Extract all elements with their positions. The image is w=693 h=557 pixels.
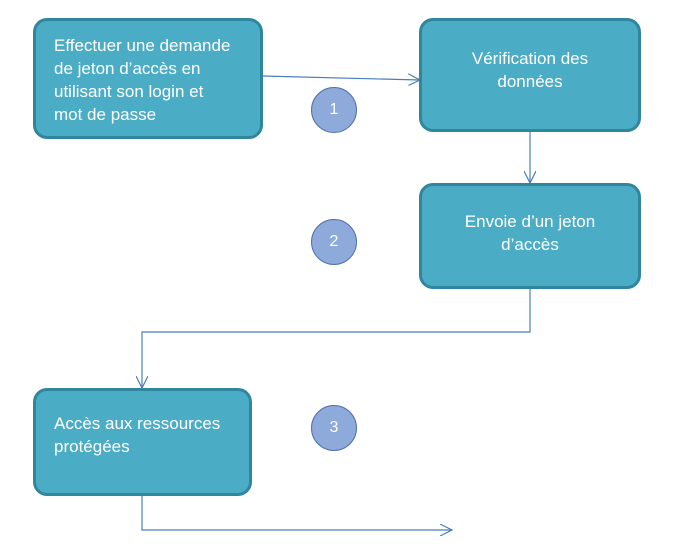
step-verify-data: Vérification des données — [419, 18, 641, 132]
step-request-token: Effectuer une demande de jeton d’accès e… — [33, 18, 263, 139]
step-access-resources: Accès aux ressources protégées — [33, 388, 252, 496]
step-send-token: Envoie d’un jeton d’accès — [419, 183, 641, 289]
step-access-resources-label: Accès aux ressources protégées — [54, 414, 221, 456]
step-marker-3: 3 — [311, 405, 357, 451]
arrow-request-to-verify — [261, 76, 420, 80]
step-marker-2: 2 — [311, 219, 357, 265]
arrow-send-to-access — [142, 289, 531, 388]
step-marker-1: 1 — [311, 87, 357, 133]
step-request-token-label: Effectuer une demande de jeton d’accès e… — [54, 36, 231, 124]
step-verify-data-label: Vérification des données — [471, 49, 589, 91]
step-send-token-label: Envoie d’un jeton d’accès — [464, 212, 596, 254]
arrow-access-out — [141, 496, 452, 530]
